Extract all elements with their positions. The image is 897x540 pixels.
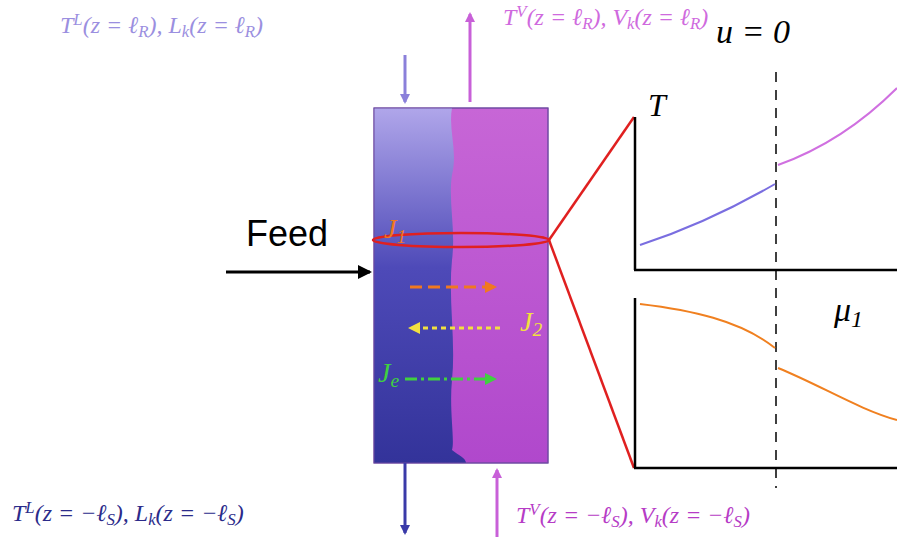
label-text: J (378, 357, 390, 388)
superscript: L (73, 10, 82, 29)
flux-label: J2 (520, 305, 542, 341)
interface-label: u = 0 (716, 12, 790, 53)
subscript: 2 (532, 319, 542, 340)
label-text: T (12, 500, 25, 526)
label-text: T (648, 87, 666, 123)
flux-label: Je (378, 356, 399, 392)
liquid-bottom-label: TL(z = −ℓS), Lk(z = −ℓS) (12, 498, 244, 530)
label-text: (z = −ℓ (156, 500, 228, 526)
superscript: L (25, 498, 34, 517)
subscript: k (627, 14, 634, 33)
label-text: (z = ℓ (635, 4, 691, 30)
label-text: J (384, 213, 396, 244)
subscript: e (390, 370, 399, 391)
flux-label: J1 (384, 212, 406, 248)
subscript: 1 (396, 226, 406, 247)
superscript: V (516, 2, 526, 21)
label-text: J (520, 306, 532, 337)
subscript: S (106, 510, 114, 529)
label-text: Feed (246, 213, 328, 254)
label-text: ) (742, 502, 750, 528)
liquid-top-label: TL(z = ℓR), Lk(z = ℓR) (60, 10, 263, 42)
label-text: ), V (592, 4, 627, 30)
subscript: S (227, 510, 235, 529)
subscript: k (148, 510, 155, 529)
subscript: 1 (851, 306, 863, 332)
vapour-bottom-label: TV(z = −ℓS), Vk(z = −ℓS) (516, 500, 750, 532)
subscript: k (654, 512, 661, 531)
label-text: T (516, 502, 529, 528)
label-text: T (60, 12, 73, 38)
label-text: u = 0 (716, 13, 790, 50)
axis-label: T (648, 86, 666, 124)
label-text: ) (700, 4, 708, 30)
label-text: ), V (620, 502, 655, 528)
feed-label: Feed (246, 212, 328, 255)
label-text: (z = −ℓ (662, 502, 734, 528)
label-text: (z = ℓ (83, 12, 139, 38)
label-text: ), L (149, 12, 182, 38)
label-text: (z = −ℓ (540, 502, 612, 528)
label-text: ), L (115, 500, 148, 526)
label-text: ) (236, 500, 244, 526)
label-text: μ (834, 291, 851, 328)
subscript: R (690, 14, 700, 33)
label-text: (z = ℓ (189, 12, 245, 38)
label-text: (z = ℓ (527, 4, 583, 30)
vapour-top-label: TV(z = ℓR), Vk(z = ℓR) (503, 2, 708, 34)
subscript: S (734, 512, 742, 531)
subscript: S (611, 512, 619, 531)
label-text: T (503, 4, 516, 30)
label-text: ) (255, 12, 263, 38)
subscript: R (245, 22, 255, 41)
subscript: R (582, 14, 592, 33)
label-text: (z = −ℓ (35, 500, 107, 526)
subscript: k (182, 22, 189, 41)
axis-label: μ1 (834, 290, 863, 333)
subscript: R (138, 22, 148, 41)
superscript: V (529, 500, 539, 519)
